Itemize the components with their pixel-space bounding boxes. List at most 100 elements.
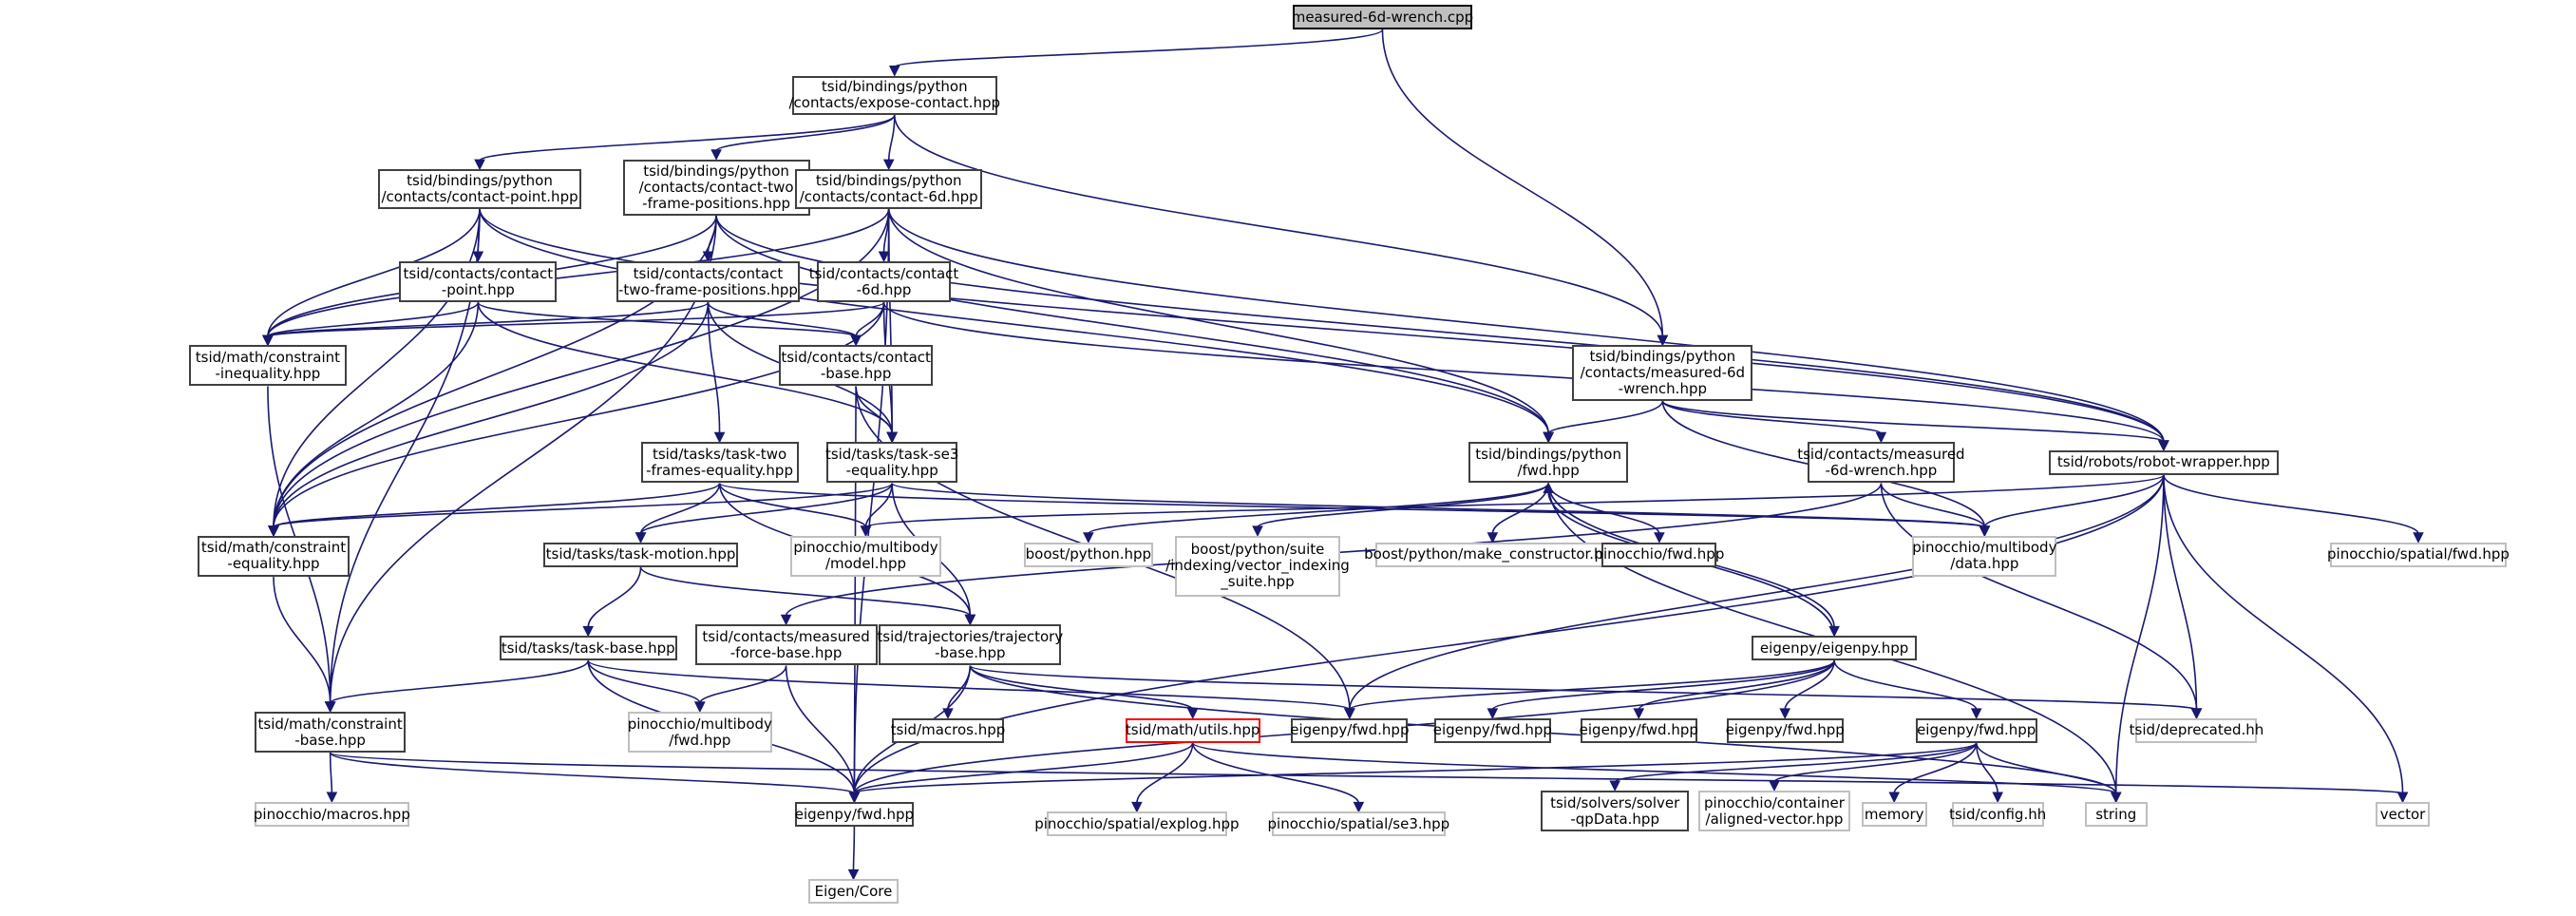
node-eigencore: Eigen/Core xyxy=(807,879,900,905)
node-bcp[interactable]: tsid/bindings/python /contacts/contact-p… xyxy=(377,169,582,209)
edge-ctfp-ceq xyxy=(273,302,710,527)
node-bm6d[interactable]: tsid/bindings/python /contacts/measured-… xyxy=(1572,345,1753,401)
arrowhead-icon xyxy=(780,614,792,626)
edge-bc6d-efwd0 xyxy=(853,208,890,794)
arrowhead-icon xyxy=(888,66,900,77)
edge-efwd5-qpdata xyxy=(1614,742,1978,783)
node-pfwd[interactable]: pinocchio/fwd.hpp xyxy=(1594,542,1724,567)
node-robot[interactable]: tsid/robots/robot-wrapper.hpp xyxy=(2048,449,2279,475)
arrowhead-icon xyxy=(2158,440,2169,452)
node-efwd1[interactable]: eigenpy/fwd.hpp xyxy=(1290,717,1409,743)
arrowhead-icon xyxy=(1979,525,1991,537)
node-alignvec: pinocchio/container /aligned-vector.hpp xyxy=(1698,790,1850,832)
node-ctfp[interactable]: tsid/contacts/contact -two-frame-positio… xyxy=(616,261,801,303)
edge-c6d-robot xyxy=(882,302,2165,443)
edge-efwd5-config xyxy=(1975,742,1998,794)
edge-expose-bc6d xyxy=(887,115,896,162)
arrowhead-icon xyxy=(848,792,861,804)
node-mfb[interactable]: tsid/contacts/measured -force-base.hpp xyxy=(694,624,878,666)
edge-robot-string xyxy=(2114,474,2165,794)
node-qpdata[interactable]: tsid/solvers/solver -qpData.hpp xyxy=(1541,790,1690,832)
arrowhead-icon xyxy=(2110,792,2122,804)
arrowhead-icon xyxy=(1344,708,1355,719)
node-efwd3[interactable]: eigenpy/fwd.hpp xyxy=(1580,717,1698,743)
node-efwd2[interactable]: eigenpy/fwd.hpp xyxy=(1433,717,1552,743)
edge-tbase-pmfwd xyxy=(587,660,701,704)
arrowhead-icon xyxy=(582,625,595,638)
node-cbase[interactable]: tsid/contacts/contact -base.hpp xyxy=(778,345,934,387)
edge-efwd0-eigencore xyxy=(852,826,856,871)
edge-tse3-pmodel xyxy=(864,483,893,527)
edge-cp-tse3 xyxy=(477,302,893,434)
arrowhead-icon xyxy=(2190,708,2203,719)
arrowhead-icon xyxy=(1609,780,1621,792)
edge-bc6d-cineq xyxy=(267,208,890,337)
edge-ttfe-pdata xyxy=(718,482,1986,528)
node-trajb[interactable]: tsid/trajectories/trajectory -base.hpp xyxy=(877,624,1063,666)
edge-bc6d-robot xyxy=(887,208,2165,442)
node-utils[interactable]: tsid/math/utils.hpp xyxy=(1125,717,1260,743)
node-efwd4[interactable]: eigenpy/fwd.hpp xyxy=(1726,717,1845,743)
edge-robot-deprecated xyxy=(2163,474,2198,710)
edge-bfwd-bpy xyxy=(1088,483,1549,535)
edge-ttfe-pmodel xyxy=(718,483,867,528)
arrowhead-icon xyxy=(1543,482,1554,494)
node-tmacros[interactable]: tsid/macros.hpp xyxy=(891,717,1005,743)
arrowhead-icon xyxy=(1875,431,1887,444)
node-efwd0[interactable]: eigenpy/fwd.hpp xyxy=(795,802,914,827)
arrowhead-icon xyxy=(1487,532,1499,544)
arrowhead-icon xyxy=(326,792,338,804)
arrowhead-icon xyxy=(262,334,274,347)
edge-trajb-deprecated xyxy=(969,664,2198,711)
edge-mfb-efwd0 xyxy=(785,665,856,794)
edge-eigenpy-efwd1 xyxy=(1349,659,1835,711)
arrowhead-icon xyxy=(713,431,726,444)
node-root[interactable]: measured-6d-wrench.cpp xyxy=(1292,5,1473,30)
edge-expose-bm6d xyxy=(893,115,1664,337)
arrowhead-icon xyxy=(847,868,860,881)
edge-root-bm6d xyxy=(1381,29,1664,337)
node-bc6d[interactable]: tsid/bindings/python /contacts/contact-6… xyxy=(795,169,983,209)
arrowhead-icon xyxy=(886,431,898,444)
arrowhead-icon xyxy=(1083,532,1094,544)
edge-bfwd-bmc xyxy=(1491,483,1549,534)
edge-cp-ceq xyxy=(273,302,480,527)
node-eigenpy[interactable]: eigenpy/eigenpy.hpp xyxy=(1751,636,1918,661)
arrowhead-icon xyxy=(324,701,336,714)
edge-cp-cineq xyxy=(267,301,480,337)
node-bctfp[interactable]: tsid/bindings/python /contacts/contact-t… xyxy=(622,159,810,216)
node-tse3[interactable]: tsid/tasks/task-se3 -equality.hpp xyxy=(825,442,958,484)
edge-utils-se3 xyxy=(1191,742,1360,804)
node-c6d[interactable]: tsid/contacts/contact -6d.hpp xyxy=(809,261,958,303)
node-tmotion[interactable]: tsid/tasks/task-motion.hpp xyxy=(543,542,738,567)
node-explog: pinocchio/spatial/explog.hpp xyxy=(1034,811,1240,837)
node-expose[interactable]: tsid/bindings/python /contacts/expose-co… xyxy=(789,75,1000,116)
edge-eigenpy-efwd3 xyxy=(1638,660,1835,711)
edge-cbase2-vector xyxy=(329,752,2404,794)
edge-bm6d-cm6d xyxy=(1661,400,1883,435)
edge-utils-explog xyxy=(1136,742,1194,804)
node-ttfe[interactable]: tsid/tasks/task-two -frames-equality.hpp xyxy=(640,442,799,484)
node-string: string xyxy=(2084,802,2148,827)
arrowhead-icon xyxy=(635,532,647,544)
arrowhead-icon xyxy=(702,251,714,263)
node-efwd5[interactable]: eigenpy/fwd.hpp xyxy=(1915,717,2037,743)
edge-bfwd-pfwd xyxy=(1547,483,1660,535)
edge-bm6d-bfwd xyxy=(1547,400,1664,435)
node-cp[interactable]: tsid/contacts/contact -point.hpp xyxy=(399,261,558,303)
edge-tbase-efwd1 xyxy=(587,659,1351,711)
node-tbase[interactable]: tsid/tasks/task-base.hpp xyxy=(499,636,677,661)
node-bfwd[interactable]: tsid/bindings/python /fwd.hpp xyxy=(1468,442,1629,484)
node-bmc: boost/python/make_constructor.hpp xyxy=(1364,542,1621,567)
edge-tmotion-trajb xyxy=(639,566,972,617)
arrowhead-icon xyxy=(964,614,976,626)
arrowhead-icon xyxy=(1769,780,1780,792)
node-cm6d[interactable]: tsid/contacts/measured -6d-wrench.hpp xyxy=(1797,442,1965,484)
node-cbase2[interactable]: tsid/math/constraint -base.hpp xyxy=(255,711,407,754)
edge-tbase-cbase2 xyxy=(329,659,589,704)
node-cineq[interactable]: tsid/math/constraint -inequality.hpp xyxy=(188,345,347,387)
node-memory: memory xyxy=(1861,802,1927,827)
node-ceq[interactable]: tsid/math/constraint -equality.hpp xyxy=(197,535,350,578)
node-bvis: boost/python/suite /indexing/vector_inde… xyxy=(1165,535,1350,597)
